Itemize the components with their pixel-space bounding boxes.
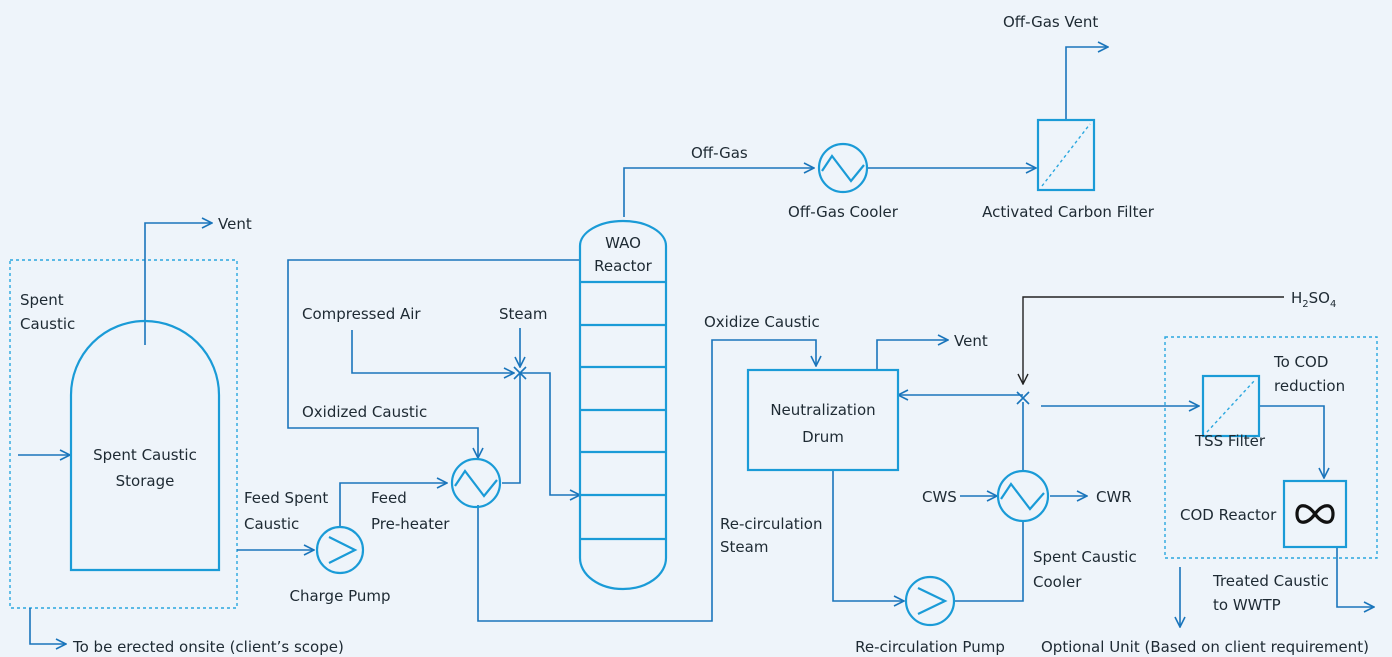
h2so4-line [1023, 296, 1284, 384]
wao-reactor-label-line2: Reactor [594, 257, 652, 275]
feed-preheater-label-line1: Feed [371, 489, 407, 507]
recirculation-steam-line [477, 339, 816, 622]
compressed-air-label: Compressed Air [302, 305, 421, 323]
spent-caustic-label-line2: Caustic [20, 315, 75, 333]
charge-pump-label: Charge Pump [289, 587, 390, 605]
cws-label: CWS [922, 488, 957, 506]
recycle-junction [1016, 391, 1030, 405]
off-gas-cooler-label: Off-Gas Cooler [788, 203, 899, 221]
spent-caustic-label-line1: Spent [20, 291, 64, 309]
pump-to-cooler-line [955, 522, 1024, 602]
cod-reactor-icon [1282, 479, 1348, 549]
to-cod-label-line2: reduction [1274, 377, 1345, 395]
wao-reactor-trays [580, 280, 666, 541]
h2so4-label: H2SO4 [1291, 289, 1336, 310]
onsite-scope-legend: To be erected onsite (client’s scope) [72, 638, 344, 656]
off-gas-line [623, 168, 814, 217]
spent-caustic-cooler-icon [996, 469, 1050, 523]
off-gas-vent-line [1065, 47, 1108, 120]
wao-reactor-label-line1: WAO [605, 234, 641, 252]
compressed-air-line [351, 330, 514, 373]
drum-vent-label: Vent [954, 332, 988, 350]
steam-label: Steam [499, 305, 547, 323]
cod-reactor-label: COD Reactor [1180, 506, 1277, 524]
oxidize-caustic-label: Oxidize Caustic [704, 313, 820, 331]
oxidized-caustic-line [287, 259, 580, 458]
steam-air-mixer [513, 366, 527, 380]
tss-filter-icon [1201, 374, 1261, 438]
recirculation-pump-icon [904, 575, 956, 627]
feed-spent-label-line1: Feed Spent [244, 489, 328, 507]
cwr-label: CWR [1096, 488, 1132, 506]
activated-carbon-filter-icon [1036, 118, 1096, 192]
wao-reactor-column [578, 219, 668, 591]
infinity-icon [1295, 504, 1335, 524]
drum-vent-line [876, 340, 948, 370]
storage-label-line1: Spent Caustic [93, 446, 197, 464]
off-gas-label: Off-Gas [691, 144, 748, 162]
spent-caustic-storage-tank [69, 319, 221, 572]
activated-carbon-filter-label: Activated Carbon Filter [982, 203, 1155, 221]
drum-to-pump-line [832, 471, 904, 601]
off-gas-vent-label: Off-Gas Vent [1003, 13, 1098, 31]
storage-label-line2: Storage [116, 472, 175, 490]
neutralization-label-line2: Drum [802, 428, 844, 446]
neutralization-label-line1: Neutralization [770, 401, 875, 419]
feed-preheater-label-line2: Pre-heater [371, 515, 450, 533]
tss-to-cod-line [1259, 405, 1324, 478]
feed-preheater-icon [450, 457, 502, 509]
treated-caustic-label-line1: Treated Caustic [1212, 572, 1329, 590]
tss-filter-label: TSS Filter [1194, 432, 1266, 450]
treated-caustic-label-line2: to WWTP [1213, 596, 1281, 614]
to-cod-label-line1: To COD [1273, 353, 1328, 371]
recirc-steam-label-line2: Steam [720, 538, 768, 556]
spent-caustic-cooler-label-line2: Cooler [1033, 573, 1082, 591]
neutralization-drum [746, 368, 900, 472]
oxidized-caustic-label: Oxidized Caustic [302, 403, 427, 421]
off-gas-cooler-icon [817, 142, 869, 194]
cod-outlet-line [1336, 546, 1374, 607]
mixer-to-reactor-line [520, 372, 580, 495]
storage-vent-line [144, 223, 212, 345]
onsite-scope-boundary [9, 259, 238, 609]
recirc-steam-label-line1: Re-circulation [720, 515, 823, 533]
pump-to-preheater-line [339, 483, 447, 528]
charge-pump-icon [315, 525, 365, 575]
storage-vent-label: Vent [218, 215, 252, 233]
spent-caustic-cooler-label-line1: Spent Caustic [1033, 548, 1137, 566]
legend-arrow [29, 608, 66, 644]
recirc-pump-label: Re-circulation Pump [855, 638, 1005, 656]
feed-spent-label-line2: Caustic [244, 515, 299, 533]
preheater-to-mixer-line [502, 373, 521, 484]
optional-unit-legend: Optional Unit (Based on client requireme… [1041, 638, 1369, 656]
